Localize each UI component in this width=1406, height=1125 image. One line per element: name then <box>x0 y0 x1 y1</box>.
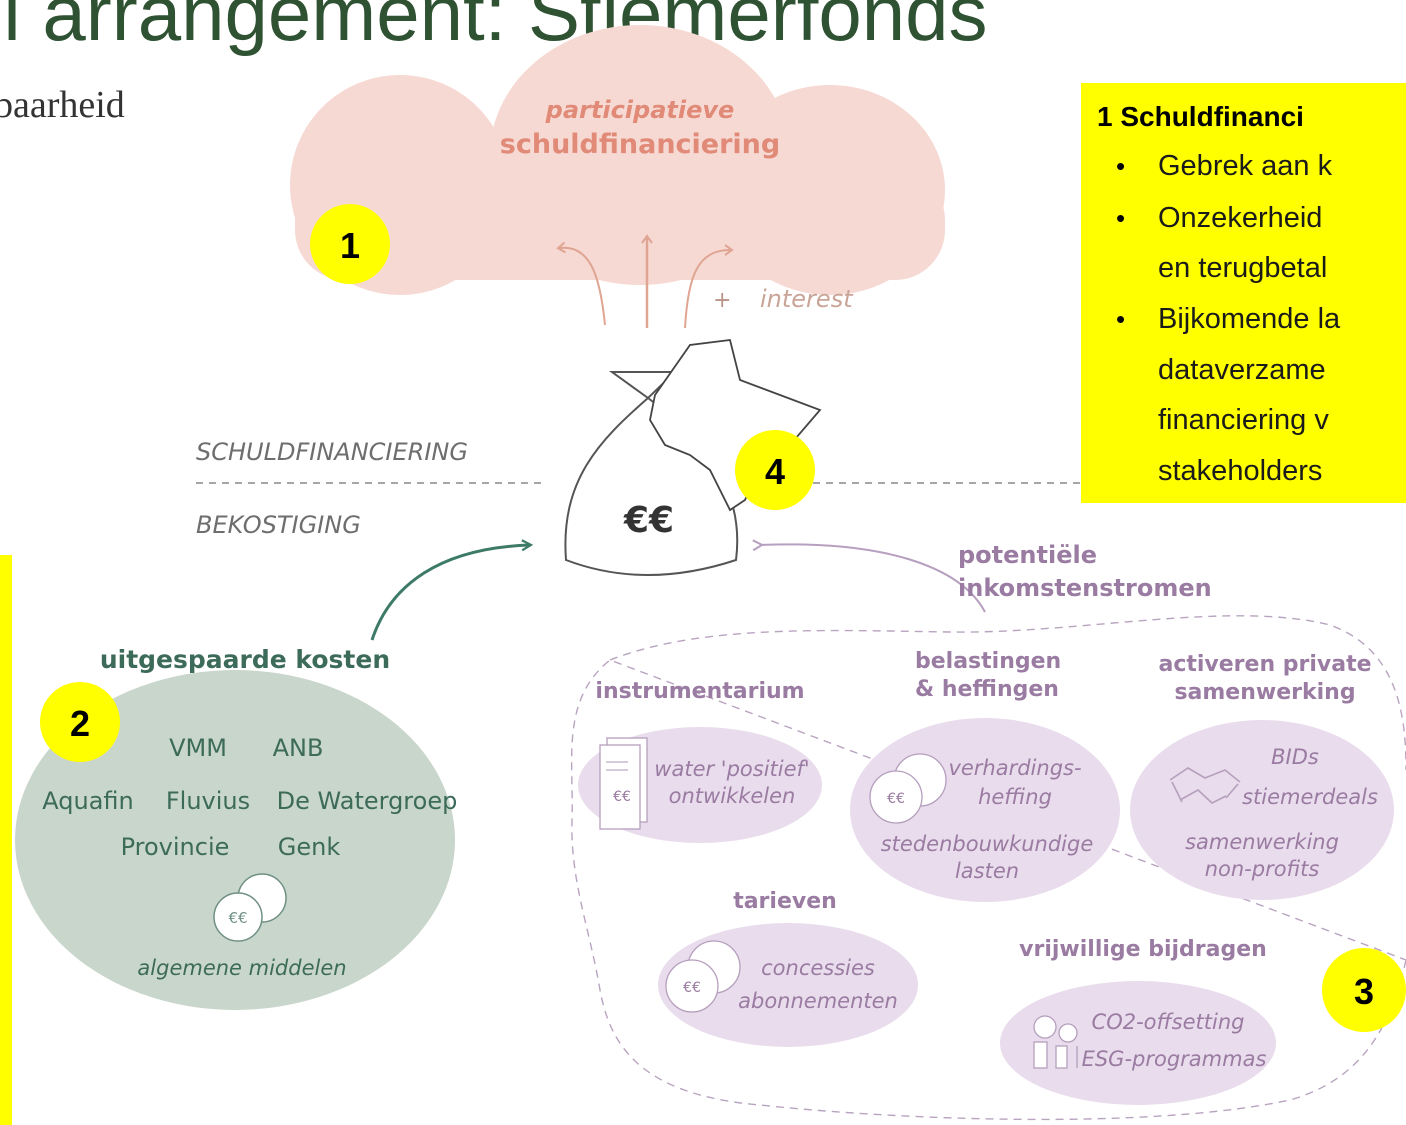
taxes-line1: verhardings- <box>948 756 1081 780</box>
note-b3d: stakeholders <box>1158 455 1322 487</box>
slide-subtitle-fragment: baarheid <box>0 84 125 126</box>
income-dashed-outline <box>570 615 1406 1121</box>
taxes-title-line2: & heffingen <box>915 677 1059 702</box>
slide-title: el arrangement: Stiemerfonds <box>0 0 988 57</box>
note-b1: Gebrek aan k <box>1158 150 1333 182</box>
rates-line2: abonnementen <box>738 989 898 1013</box>
private-title-line2: samenwerking <box>1174 680 1355 705</box>
document-icon <box>599 737 648 830</box>
org-de-watergroep: De Watergroep <box>277 787 458 815</box>
rates-line1: concessies <box>761 956 875 980</box>
marker-2-label: 2 <box>70 703 90 744</box>
instrumentarium-title: instrumentarium <box>595 679 804 704</box>
voluntary-line2: ESG-programmas <box>1082 1047 1267 1071</box>
coin-label-instr: €€ <box>613 789 631 805</box>
coins-icon-taxes <box>869 753 947 824</box>
plus-sign: + <box>713 288 731 313</box>
taxes-line3: stedenbouwkundige <box>881 832 1094 856</box>
people-icon <box>1033 1015 1078 1069</box>
note-bullet-3: • <box>1116 304 1125 334</box>
coins-icon-rates <box>665 940 741 1013</box>
marker-4 <box>735 430 815 510</box>
private-line3: samenwerking <box>1185 830 1339 854</box>
cloud-title-line1: participatieve <box>545 96 735 124</box>
private-line1: BIDs <box>1271 745 1319 769</box>
income-title-line2: inkomstenstromen <box>958 574 1212 602</box>
arrow-income-to-bag <box>760 544 986 613</box>
saved-costs-title: uitgespaarde kosten <box>100 645 390 674</box>
org-provincie: Provincie <box>121 833 230 861</box>
note-b2a: Onzekerheid <box>1158 202 1322 234</box>
taxes-title-line1: belastingen <box>915 649 1061 674</box>
income-title-line1: potentiële <box>958 541 1097 569</box>
marker-3 <box>1322 948 1406 1032</box>
schuldfinanciering-label: SCHULDFINANCIERING <box>196 438 468 466</box>
private-ellipse <box>1130 720 1394 900</box>
marker-3-label: 3 <box>1354 971 1374 1012</box>
general-funds-label: algemene middelen <box>137 956 346 980</box>
org-vmm: VMM <box>169 734 227 762</box>
cloud-title-line2: schuldfinanciering <box>500 129 780 160</box>
private-line2: stiemerdeals <box>1242 785 1378 809</box>
marker-4-label: 4 <box>765 451 785 492</box>
voluntary-ellipse <box>1000 981 1276 1105</box>
note-bullet-2: • <box>1116 203 1125 233</box>
voluntary-title: vrijwillige bijdragen <box>1019 937 1267 962</box>
taxes-line2: heffing <box>978 785 1052 809</box>
org-genk: Genk <box>278 833 341 861</box>
note-b2b: en terugbetal <box>1158 252 1327 284</box>
interest-label: interest <box>760 285 854 313</box>
org-aquafin: Aquafin <box>42 787 133 815</box>
private-title-line1: activeren private <box>1158 652 1371 677</box>
taxes-line4: lasten <box>955 859 1019 883</box>
handshake-icon <box>1169 767 1241 804</box>
org-fluvius: Fluvius <box>166 787 250 815</box>
coin-label-taxes: €€ <box>887 791 905 807</box>
coin-label-left: €€ <box>228 909 247 927</box>
note-box <box>1081 83 1406 503</box>
bekostiging-label: BEKOSTIGING <box>196 511 361 539</box>
marker-2 <box>40 682 120 762</box>
marker-1-label: 1 <box>340 225 360 266</box>
note-bullet-1: • <box>1116 151 1125 181</box>
arrow-up-right <box>684 244 734 329</box>
arrow-savings-to-bag <box>370 545 530 641</box>
note-b3b: dataverzame <box>1158 354 1326 386</box>
org-anb: ANB <box>273 734 324 762</box>
money-bag-label: €€ <box>623 500 674 541</box>
rates-title: tarieven <box>733 889 837 914</box>
note-b3c: financiering v <box>1158 404 1329 436</box>
note-heading: 1 Schuldfinanci <box>1097 101 1304 132</box>
saved-costs-ellipse <box>15 670 455 1010</box>
coin-label-rates: €€ <box>683 980 701 996</box>
instrumentarium-line2: ontwikkelen <box>669 784 796 808</box>
arrow-up-left <box>556 241 606 326</box>
voluntary-line1: CO2-offsetting <box>1092 1010 1245 1034</box>
marker-1 <box>310 204 390 284</box>
left-highlight-strip <box>0 555 12 1125</box>
note-b3a: Bijkomende la <box>1158 303 1341 335</box>
coins-icon <box>213 873 287 942</box>
private-line4: non-profits <box>1205 857 1320 881</box>
instrumentarium-line1: water 'positief' <box>654 757 809 781</box>
